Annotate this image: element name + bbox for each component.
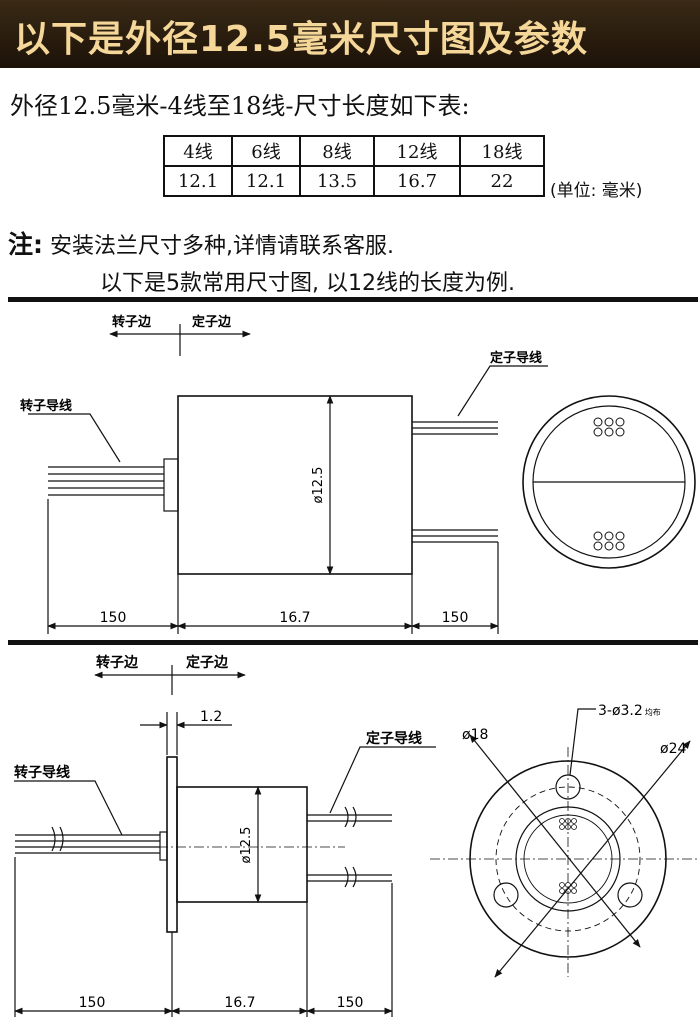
note-text-1: 安装法兰尺寸多种,详情请联系客服.: [50, 234, 394, 259]
note-line-2: 以下是5款常用尺寸图, 以12线的长度为例.: [100, 271, 515, 296]
table-header-cell: 6线: [231, 135, 301, 167]
dim-right-label: 150: [442, 610, 469, 626]
pitch-circle-label: ø18: [462, 727, 488, 743]
slip-ring-body: [176, 786, 308, 903]
rotor-wire-label: 转子导线: [14, 764, 70, 781]
rotor-shaft: [163, 458, 179, 512]
flange: [166, 756, 178, 933]
diameter-label: ø12.5: [311, 467, 326, 504]
stator-wire-label: 定子导线: [489, 350, 542, 366]
dim-mid-label: 16.7: [224, 995, 255, 1011]
unit-note: (单位: 毫米): [550, 181, 643, 201]
title-banner: 以下是外径12.5毫米尺寸图及参数: [0, 0, 700, 68]
mount-hole: [493, 882, 519, 908]
stator-side-label: 定子边: [186, 654, 229, 671]
dim-left-label: 150: [79, 995, 106, 1011]
hole-note-text: 3-ø3.2: [598, 703, 643, 719]
wire-break: [51, 826, 64, 852]
diagram-1: 转子边 定子边 转子导线 定子导线 ø12.5 150 16.7 150: [20, 314, 696, 634]
contact-dots: [593, 417, 625, 551]
table-header-row: 4线 6线 8线 12线 18线: [163, 135, 545, 167]
subtitle: 外径12.5毫米-4线至18线-尺寸长度如下表:: [10, 92, 470, 120]
stator-wire-leader: [457, 365, 548, 417]
stator-wire-label: 定子导线: [366, 730, 422, 747]
stator-side-label: 定子边: [191, 314, 232, 330]
table-header-cell: 4线: [163, 135, 233, 167]
banner-title: 以下是外径12.5毫米尺寸图及参数: [14, 19, 588, 60]
size-table: 4线 6线 8线 12线 18线 12.1 12.1 13.5 16.7 22: [163, 135, 545, 197]
table-cell: 12.1: [231, 165, 301, 197]
slip-ring-body: [177, 395, 413, 575]
rotor-side-label: 转子边: [96, 654, 139, 671]
table-row: 12.1 12.1 13.5 16.7 22: [163, 165, 545, 197]
divider: [8, 297, 698, 302]
note-label: 注:: [8, 230, 43, 259]
table-cell: 22: [459, 165, 545, 197]
flange-thickness-label: 1.2: [200, 709, 222, 725]
dim-left-label: 150: [100, 610, 127, 626]
stator-wire-leader: [329, 746, 436, 814]
wire-break: [344, 806, 357, 828]
dim-mid-label: 16.7: [279, 610, 310, 626]
table-header-cell: 12线: [373, 135, 461, 167]
rotor-wire-label: 转子导线: [20, 398, 72, 414]
table-cell: 12.1: [163, 165, 233, 197]
mount-hole: [617, 882, 643, 908]
flange-diameter-label: ø24: [660, 741, 686, 757]
contact-dots: [559, 818, 577, 894]
dim-right-label: 150: [337, 995, 364, 1011]
rotor-side-label: 转子边: [112, 314, 152, 330]
rotor-wire-leader: [28, 413, 121, 463]
note-line-1: 注: 安装法兰尺寸多种,详情请联系客服.: [8, 225, 394, 261]
table-cell: 16.7: [373, 165, 461, 197]
wire-break: [344, 866, 357, 888]
divider: [8, 640, 698, 645]
diameter-label: ø12.5: [239, 827, 254, 864]
hole-note-suffix: 均布: [645, 707, 661, 717]
rotor-wire-leader: [14, 780, 123, 836]
table-header-cell: 8线: [299, 135, 375, 167]
table-header-cell: 18线: [459, 135, 545, 167]
table-cell: 13.5: [299, 165, 375, 197]
end-view-outer: [522, 395, 696, 569]
